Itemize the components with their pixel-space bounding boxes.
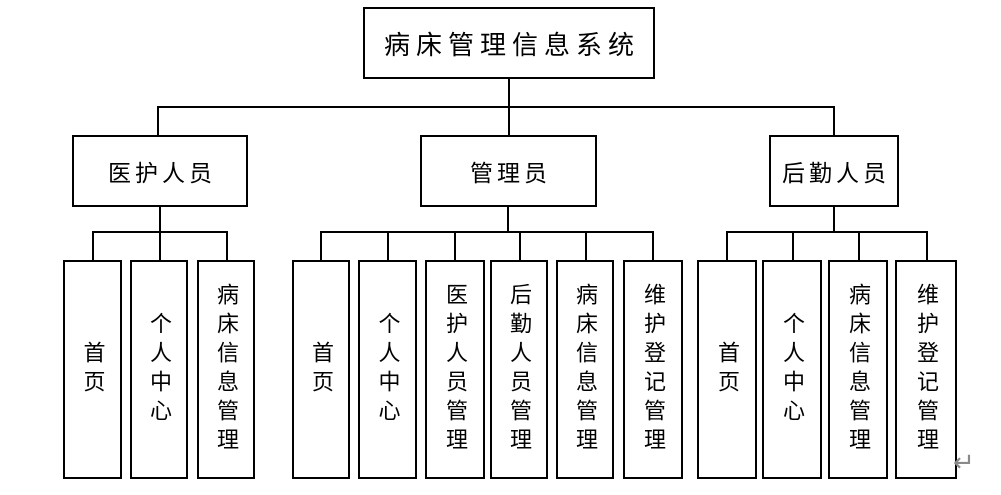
node-logistics-staff: 后勤人员 bbox=[769, 135, 899, 207]
node-logistics-maintenance-reg-mgmt: 维护登记管理 bbox=[895, 260, 957, 479]
connector-logistics-parent-drop bbox=[833, 205, 835, 233]
node-medical-bed-info-mgmt: 病床信息管理 bbox=[197, 260, 255, 479]
paragraph-return-mark: ↵ bbox=[953, 448, 975, 478]
connector-logistics-horizontal bbox=[726, 231, 928, 233]
connector-logistics-drop-4 bbox=[926, 231, 928, 260]
connector-logistics-drop-1 bbox=[726, 231, 728, 260]
node-medical-home-label: 首页 bbox=[80, 340, 106, 399]
connector-admin-parent-drop bbox=[507, 205, 509, 233]
node-logistics-personal-center: 个人中心 bbox=[762, 260, 822, 479]
connector-admin-drop-5 bbox=[585, 231, 587, 260]
node-administrator-label: 管理员 bbox=[470, 161, 551, 186]
node-admin-home-label: 首页 bbox=[309, 340, 334, 399]
node-admin-bed-info-mgmt: 病床信息管理 bbox=[556, 260, 614, 479]
connector-medical-parent-drop bbox=[159, 205, 161, 233]
node-root-label: 病床管理信息系统 bbox=[383, 30, 640, 60]
node-admin-personal-center: 个人中心 bbox=[358, 260, 417, 479]
node-logistics-staff-label: 后勤人员 bbox=[782, 161, 890, 186]
connector-medical-drop-3 bbox=[226, 231, 228, 260]
node-logistics-maintenance-reg-mgmt-label: 维护登记管理 bbox=[914, 282, 939, 457]
connector-admin-drop-2 bbox=[387, 231, 389, 260]
node-logistics-home-label: 首页 bbox=[715, 340, 740, 399]
node-admin-maintenance-reg-mgmt: 维护登记管理 bbox=[623, 260, 683, 479]
node-administrator: 管理员 bbox=[420, 135, 597, 207]
connector-level1-left-drop bbox=[157, 106, 159, 135]
node-medical-home: 首页 bbox=[63, 260, 122, 479]
connector-admin-drop-1 bbox=[320, 231, 322, 260]
node-admin-bed-info-mgmt-label: 病床信息管理 bbox=[573, 282, 598, 457]
node-admin-medical-staff-mgmt: 医护人员管理 bbox=[425, 260, 485, 479]
connector-medical-drop-2 bbox=[159, 231, 161, 260]
connector-admin-horizontal bbox=[320, 231, 654, 233]
node-medical-personal-center: 个人中心 bbox=[130, 260, 188, 479]
connector-admin-drop-3 bbox=[454, 231, 456, 260]
connector-logistics-drop-2 bbox=[792, 231, 794, 260]
node-logistics-bed-info-mgmt: 病床信息管理 bbox=[828, 260, 888, 479]
node-logistics-home: 首页 bbox=[697, 260, 757, 479]
node-admin-logistics-staff-mgmt-label: 后勤人员管理 bbox=[507, 282, 532, 457]
connector-medical-drop-1 bbox=[92, 231, 94, 260]
node-medical-personal-center-label: 个人中心 bbox=[147, 311, 172, 428]
connector-admin-drop-4 bbox=[519, 231, 521, 260]
connector-admin-drop-6 bbox=[652, 231, 654, 260]
node-medical-staff: 医护人员 bbox=[72, 135, 248, 207]
node-admin-home: 首页 bbox=[292, 260, 350, 479]
node-medical-staff-label: 医护人员 bbox=[108, 161, 216, 186]
node-admin-personal-center-label: 个人中心 bbox=[375, 311, 401, 428]
connector-logistics-drop-3 bbox=[858, 231, 860, 260]
node-logistics-bed-info-mgmt-label: 病床信息管理 bbox=[846, 282, 871, 457]
node-logistics-personal-center-label: 个人中心 bbox=[780, 311, 805, 428]
connector-level1-right-drop bbox=[833, 106, 835, 135]
node-admin-logistics-staff-mgmt: 后勤人员管理 bbox=[490, 260, 548, 479]
node-admin-maintenance-reg-mgmt-label: 维护登记管理 bbox=[641, 282, 666, 457]
node-admin-medical-staff-mgmt-label: 医护人员管理 bbox=[443, 282, 468, 457]
node-medical-bed-info-mgmt-label: 病床信息管理 bbox=[214, 282, 239, 457]
node-root: 病床管理信息系统 bbox=[363, 7, 655, 79]
connector-level1-horizontal bbox=[157, 106, 835, 108]
